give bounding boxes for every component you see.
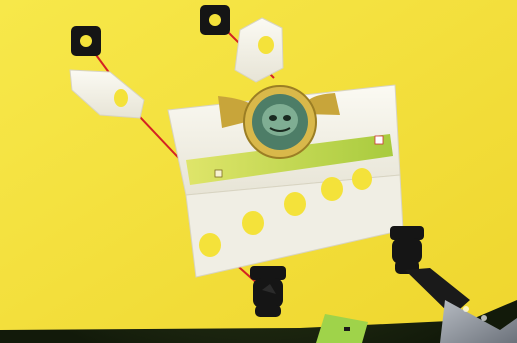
hex-bolt-icon xyxy=(390,226,424,274)
square-nut-icon xyxy=(71,26,101,56)
square-nut-icon xyxy=(200,5,230,35)
hex-bolt-icon xyxy=(250,266,286,317)
